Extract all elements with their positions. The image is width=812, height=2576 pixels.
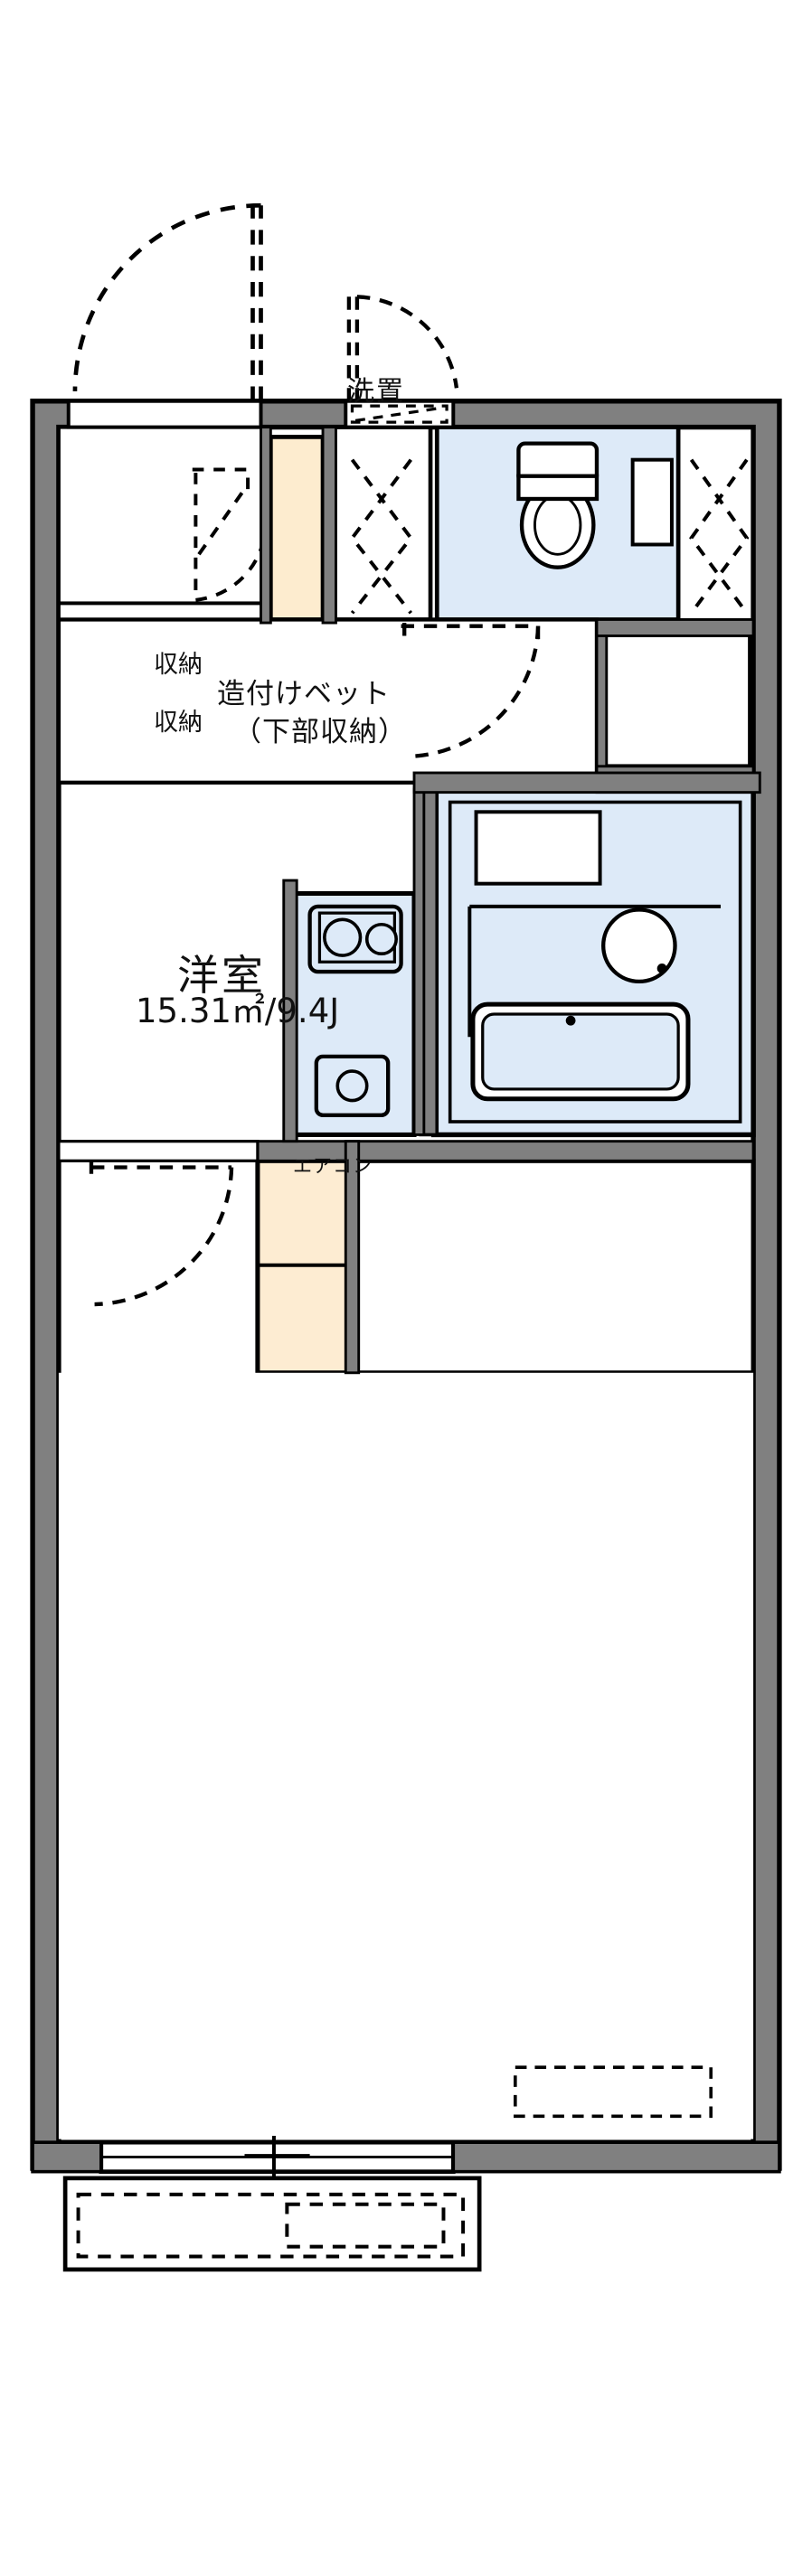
entrance-area [56,399,269,622]
hallway [56,617,600,785]
entrance-door-swing [72,202,263,401]
main-room [58,1372,754,2139]
storage-lower-label: 収納 [154,709,203,737]
builtin-bed-area [353,1158,756,1376]
washer-space-label: 洗置 [347,376,405,408]
toilet-side-fixture [630,457,674,547]
storage-upper-label: 収納 [154,651,203,679]
balcony-window [99,2135,456,2178]
aircon-label: エアコン [293,1155,373,1177]
hall-door-swing [401,623,541,759]
aircon-box [514,2065,713,2119]
gas-stove-icon [307,904,403,974]
room-area-label: 15.31㎡/9.4J [136,992,340,1030]
bath-counter [467,904,722,1038]
toilet-folding-door [349,458,413,615]
shoe-cabinet [268,435,326,622]
builtin-bed-label-line2: （下部収納） [233,716,407,748]
bath-basin-icon [601,907,677,984]
bath-vanity-mirror [474,810,602,886]
bottom-wall-stub [31,2140,781,2174]
closet-door-swing [89,1161,234,1307]
bathtub-icon [470,1001,691,1102]
kitchen-bath-partition [412,787,426,1136]
toilet-door-right-folding [689,458,750,615]
kitchen-sink-icon [314,1054,391,1117]
balcony-rail-dashed [76,2192,466,2259]
toilet-top-vent [344,399,456,429]
room-name-label: 洋室 [177,951,266,1000]
toilet-room [330,425,681,622]
closet-column [255,1158,352,1376]
toilet-vent-swing [346,295,459,401]
hall-kitchen-divider [412,765,761,794]
builtin-bed-label-line1: 造付けベット [217,678,391,710]
washer-space-box [600,630,752,769]
toilet-bowl-icon [516,441,600,569]
interior-partitions [260,426,755,1375]
closet-access-strip [57,1140,260,1162]
